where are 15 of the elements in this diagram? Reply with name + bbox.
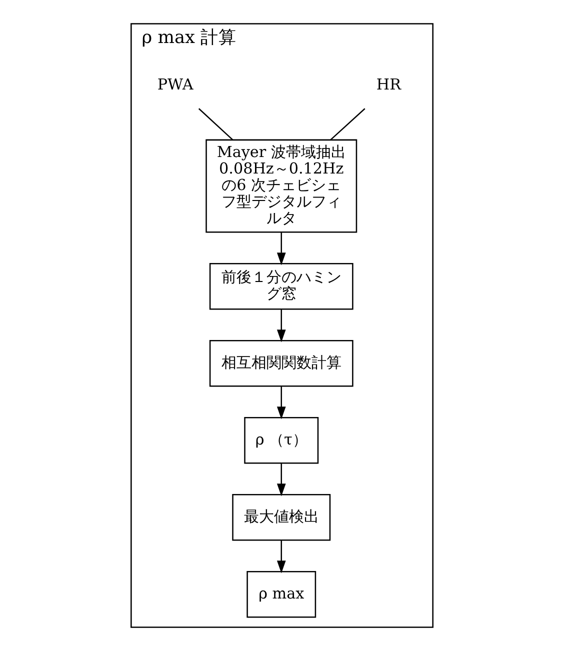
node-box: 前後１分のハミング窓 xyxy=(209,263,354,310)
arrow xyxy=(276,540,286,574)
node-box: ρ （τ） xyxy=(244,417,319,464)
arrow xyxy=(276,386,286,420)
node-text: HR xyxy=(376,76,401,94)
arrow xyxy=(276,232,286,266)
node-box: 相互相関関数計算 xyxy=(209,340,354,387)
connector xyxy=(330,108,366,140)
node-box: ρ max xyxy=(246,571,316,618)
connector xyxy=(198,108,234,140)
arrow xyxy=(276,309,286,342)
node-text: PWA xyxy=(157,76,194,94)
node-box: 最大値検出 xyxy=(232,494,331,541)
node-box: Mayer 波帯域抽出0.08Hz～0.12Hz の6 次チェビシェフ型デジタルフィルタ xyxy=(206,139,358,233)
arrow xyxy=(276,463,286,496)
